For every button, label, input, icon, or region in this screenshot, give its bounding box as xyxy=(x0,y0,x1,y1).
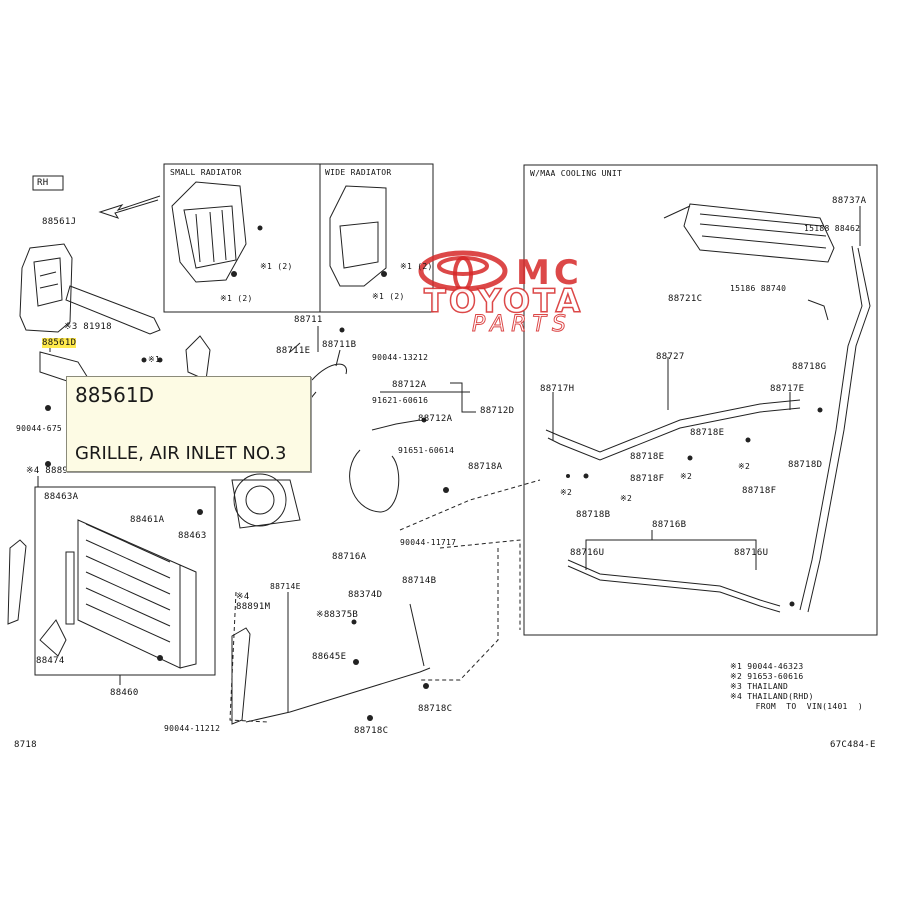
part-label[interactable]: 88716U xyxy=(734,548,769,558)
part-label[interactable]: 90044-675 xyxy=(16,424,63,433)
part-label[interactable]: 88718A xyxy=(468,462,503,472)
part-label[interactable]: 88716B xyxy=(652,520,687,530)
part-label[interactable]: 88718C xyxy=(354,726,389,736)
part-label[interactable]: 88737A xyxy=(832,196,867,206)
mark: ※1 (2) xyxy=(400,262,433,271)
part-label[interactable]: 90044-13212 xyxy=(372,353,429,362)
footnote: ※1 90044-46323 xyxy=(730,662,804,671)
part-label[interactable]: 88716A xyxy=(332,552,367,562)
part-label[interactable]: 88712A xyxy=(392,380,427,390)
mark: ※2 xyxy=(620,494,633,503)
part-label[interactable]: 88718F xyxy=(630,474,665,484)
part-label[interactable]: 88718E xyxy=(630,452,665,462)
footnote: FROM TO VIN(1401 ) xyxy=(730,702,864,711)
part-label[interactable]: 88714E xyxy=(270,582,301,591)
part-label[interactable]: 91621-60616 xyxy=(372,396,429,405)
part-label-highlighted[interactable]: 88561D xyxy=(42,338,77,348)
part-label[interactable]: 88561J xyxy=(42,217,77,227)
part-label[interactable]: 88711B xyxy=(322,340,357,350)
part-label[interactable]: 88712A xyxy=(418,414,453,424)
part-label[interactable]: 88718C xyxy=(418,704,453,714)
page-code: 8718 xyxy=(14,740,37,750)
watermark-parts: PARTS xyxy=(472,312,572,338)
mark: ※1 (2) xyxy=(260,262,293,271)
ref-tag: RH xyxy=(37,178,49,188)
part-label[interactable]: ※4 88891M xyxy=(236,592,271,612)
part-label[interactable]: 88463A xyxy=(44,492,79,502)
small-radiator-title: SMALL RADIATOR xyxy=(170,168,242,177)
footnotes: ※1 90044-46323 ※2 91653-60616 ※3 THAILAN… xyxy=(730,662,863,712)
mark: ※1 xyxy=(148,355,161,364)
part-tooltip: 88561D GRILLE, AIR INLET NO.3 xyxy=(66,376,311,472)
part-label[interactable]: 15188 88462 xyxy=(804,224,861,233)
part-label[interactable]: 88714B xyxy=(402,576,437,586)
part-label[interactable]: 88461A xyxy=(130,515,165,525)
part-label[interactable]: 91651-60614 xyxy=(398,446,455,455)
mark: ※1 (2) xyxy=(372,292,405,301)
part-label[interactable]: 88721C xyxy=(668,294,703,304)
tooltip-part-number: 88561D xyxy=(75,383,155,407)
mark: ※2 xyxy=(560,488,573,497)
mark: ※2 xyxy=(738,462,751,471)
part-label[interactable]: ※4 88891M xyxy=(26,466,80,476)
part-label[interactable]: 88718D xyxy=(788,460,823,470)
part-label[interactable]: 88717H xyxy=(540,384,575,394)
part-label[interactable]: 88460 xyxy=(110,688,139,698)
part-label[interactable]: 88463 xyxy=(178,531,207,541)
mark: ※1 (2) xyxy=(220,294,253,303)
cooling-unit-title: W/MAA COOLING UNIT xyxy=(530,169,623,178)
part-label[interactable]: ※3 81918 xyxy=(64,322,112,332)
part-label[interactable]: 88718G xyxy=(792,362,827,372)
part-label[interactable]: 88717E xyxy=(770,384,805,394)
part-label[interactable]: 88716U xyxy=(570,548,605,558)
part-label[interactable]: 88711 xyxy=(294,315,323,325)
footnote: ※4 THAILAND(RHD) xyxy=(730,692,814,701)
part-label[interactable]: 88718E xyxy=(690,428,725,438)
footnote: ※3 THAILAND xyxy=(730,682,789,691)
part-label[interactable]: 88711E xyxy=(276,346,311,356)
mark: ※2 xyxy=(680,472,693,481)
part-label[interactable]: 88712D xyxy=(480,406,515,416)
watermark-toyota: TOYOTA xyxy=(423,281,584,321)
toyota-emblem-icon xyxy=(418,250,508,292)
part-label[interactable]: 90044-11717 xyxy=(400,538,457,547)
tooltip-description: GRILLE, AIR INLET NO.3 xyxy=(75,443,287,464)
part-label[interactable]: 88718B xyxy=(576,510,611,520)
watermark-mc: MC xyxy=(516,253,583,293)
part-label[interactable]: 15186 88740 xyxy=(730,284,787,293)
part-label[interactable]: 90044-11212 xyxy=(164,724,221,733)
figure-code: 67C484-E xyxy=(830,740,876,750)
part-label[interactable]: ※88375B xyxy=(316,610,359,620)
part-label[interactable]: 88727 xyxy=(656,352,685,362)
footnote: ※2 91653-60616 xyxy=(730,672,804,681)
part-label[interactable]: 88374D xyxy=(348,590,383,600)
part-label[interactable]: 88474 xyxy=(36,656,65,666)
part-label[interactable]: 88645E xyxy=(312,652,347,662)
part-label[interactable]: 88718F xyxy=(742,486,777,496)
wide-radiator-title: WIDE RADIATOR xyxy=(325,168,392,177)
